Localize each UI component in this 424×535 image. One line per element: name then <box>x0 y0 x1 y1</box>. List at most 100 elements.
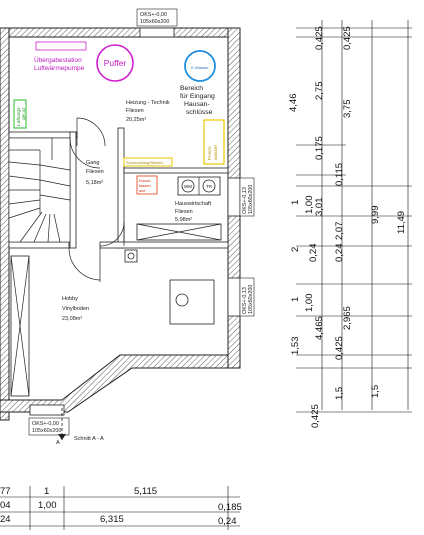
svg-text:Schnitt A - A: Schnitt A - A <box>74 436 104 442</box>
right-dimension-labels: 4,46 1 1,00 2 0,24 1 1,00 1,53 0,425 0,4… <box>288 26 407 428</box>
svg-text:04: 04 <box>0 500 11 511</box>
floor-drain <box>124 249 138 263</box>
svg-text:5,98m²: 5,98m² <box>175 217 192 223</box>
svg-text:2,965: 2,965 <box>342 306 353 330</box>
utility-counter <box>136 223 222 241</box>
svg-text:0,425: 0,425 <box>334 336 345 360</box>
svg-text:tassen: tassen <box>139 183 151 188</box>
svg-text:ace: ace <box>139 188 146 193</box>
svg-text:OKS+-0,13: OKS+-0,13 <box>242 287 248 314</box>
entrance-area-label: Bereich für Eingang Hausan- schlüsse <box>180 85 215 116</box>
heat-pump-station: Übergabestation Luftwärmepumpe <box>34 41 87 72</box>
hobby-desk <box>169 279 215 325</box>
svg-text:105x60x200: 105x60x200 <box>248 185 254 214</box>
svg-text:24: 24 <box>0 514 11 525</box>
svg-text:Fliesen: Fliesen <box>126 108 144 114</box>
svg-text:Fliesen: Fliesen <box>86 169 104 175</box>
room-label-hall: Gang Fliesen 5,18m² <box>86 160 104 186</box>
svg-text:Hauswirtschaft: Hauswirtschaft <box>175 201 212 207</box>
section-marker: Schnitt A - A A <box>56 408 104 446</box>
svg-text:Heizung - Technik: Heizung - Technik <box>126 100 170 106</box>
bottom-dimension-lines <box>0 486 240 530</box>
svg-text:20,25m²: 20,25m² <box>126 117 146 123</box>
svg-text:Puffer: Puffer <box>104 58 127 68</box>
svg-text:Dusch-: Dusch- <box>139 178 152 183</box>
svg-text:1: 1 <box>290 200 301 205</box>
window-tag-top: OKS+-0,00 105x60x200 <box>136 8 178 27</box>
svg-text:A: A <box>56 440 60 446</box>
svg-text:11,49: 11,49 <box>396 211 407 234</box>
svg-text:0,115: 0,115 <box>334 163 345 186</box>
svg-text:105x60x200: 105x60x200 <box>248 285 254 314</box>
svg-text:Luftwärmepumpe: Luftwärmepumpe <box>34 65 85 72</box>
fresh-water-box: Frisch- wasser <box>203 119 225 165</box>
svg-text:Hobby: Hobby <box>62 296 78 302</box>
svg-text:wasser: wasser <box>213 144 219 160</box>
svg-text:0,24: 0,24 <box>218 516 237 527</box>
svg-text:3,01: 3,01 <box>314 198 325 217</box>
window-right-upper <box>227 177 241 217</box>
svg-text:105x60x200: 105x60x200 <box>32 428 61 434</box>
svg-text:105x60x200: 105x60x200 <box>140 19 169 25</box>
window-bottom <box>29 404 65 416</box>
window-tag-right-upper: OKS+-0,13 105x60x200 <box>239 177 255 217</box>
svg-text:E-Wasser: E-Wasser <box>191 65 209 70</box>
svg-text:Übergabestation: Übergabestation <box>34 56 82 64</box>
svg-text:OKS+-0,00: OKS+-0,00 <box>32 421 59 427</box>
svg-text:1: 1 <box>44 486 49 497</box>
svg-text:0,24: 0,24 <box>308 244 319 263</box>
svg-text:1,00: 1,00 <box>304 294 315 313</box>
svg-text:2: 2 <box>290 247 301 252</box>
svg-text:5,18m²: 5,18m² <box>86 180 103 186</box>
buffer-tank: Puffer <box>96 44 134 82</box>
room-label-utility: Hauswirtschaft Fliesen 5,98m² <box>175 201 212 223</box>
svg-text:23,08m²: 23,08m² <box>62 316 82 322</box>
svg-text:Vinylboden: Vinylboden <box>62 306 89 312</box>
room-label-heating: Heizung - Technik Fliesen 20,25m² <box>126 100 170 123</box>
svg-text:2,07: 2,07 <box>334 222 345 241</box>
ventilation-unit: Lüftungs- ger.at <box>13 99 27 129</box>
shower-tray-box: Dusch- tassen ace <box>136 175 158 195</box>
svg-text:ger.at: ger.at <box>21 107 27 120</box>
svg-text:Gang: Gang <box>86 160 99 166</box>
svg-text:Frisch-: Frisch- <box>207 145 213 160</box>
hobby-cabinet <box>10 255 30 397</box>
svg-text:0,425: 0,425 <box>310 404 321 428</box>
svg-text:4,465: 4,465 <box>314 316 325 340</box>
svg-text:1: 1 <box>290 297 301 302</box>
svg-text:0,175: 0,175 <box>314 136 325 160</box>
svg-text:0,425: 0,425 <box>314 26 325 50</box>
svg-text:6,315: 6,315 <box>100 514 124 525</box>
mudroom-strip: Schmutzfang/Stiefelr. <box>123 157 173 167</box>
svg-text:1,53: 1,53 <box>290 337 301 356</box>
svg-text:77: 77 <box>0 486 11 497</box>
water-connection: E-Wasser <box>184 50 216 82</box>
svg-text:TR: TR <box>206 184 213 189</box>
right-dimension-lines <box>296 20 412 413</box>
svg-text:Fliesen: Fliesen <box>175 209 193 215</box>
window-right-lower <box>227 277 241 317</box>
window-top <box>139 27 175 38</box>
staircase <box>8 137 71 243</box>
svg-text:1,00: 1,00 <box>304 196 315 215</box>
svg-text:9,99: 9,99 <box>370 206 381 225</box>
svg-text:1,5: 1,5 <box>334 387 345 400</box>
svg-text:OKS+-0,00: OKS+-0,00 <box>140 12 167 18</box>
svg-text:3,75: 3,75 <box>342 100 353 119</box>
svg-text:für Eingang: für Eingang <box>180 93 215 100</box>
svg-text:4,46: 4,46 <box>288 94 299 113</box>
svg-text:0,425: 0,425 <box>342 26 353 50</box>
svg-text:5,115: 5,115 <box>134 486 157 497</box>
svg-text:Lüftungs-: Lüftungs- <box>16 106 22 126</box>
svg-text:WM: WM <box>184 184 192 189</box>
bottom-dimension-labels: 77 1 1,00 5,115 04 0,185 24 6,315 0,24 <box>0 486 242 527</box>
svg-text:0,185: 0,185 <box>218 502 242 513</box>
svg-text:2,75: 2,75 <box>314 82 325 101</box>
svg-text:Hausan-: Hausan- <box>184 101 210 108</box>
window-tag-bottom: OKS+-0,00 105x60x200 <box>28 417 70 436</box>
svg-text:Bereich: Bereich <box>180 85 203 92</box>
svg-text:1,00: 1,00 <box>38 500 57 511</box>
interior-walls <box>8 127 229 249</box>
